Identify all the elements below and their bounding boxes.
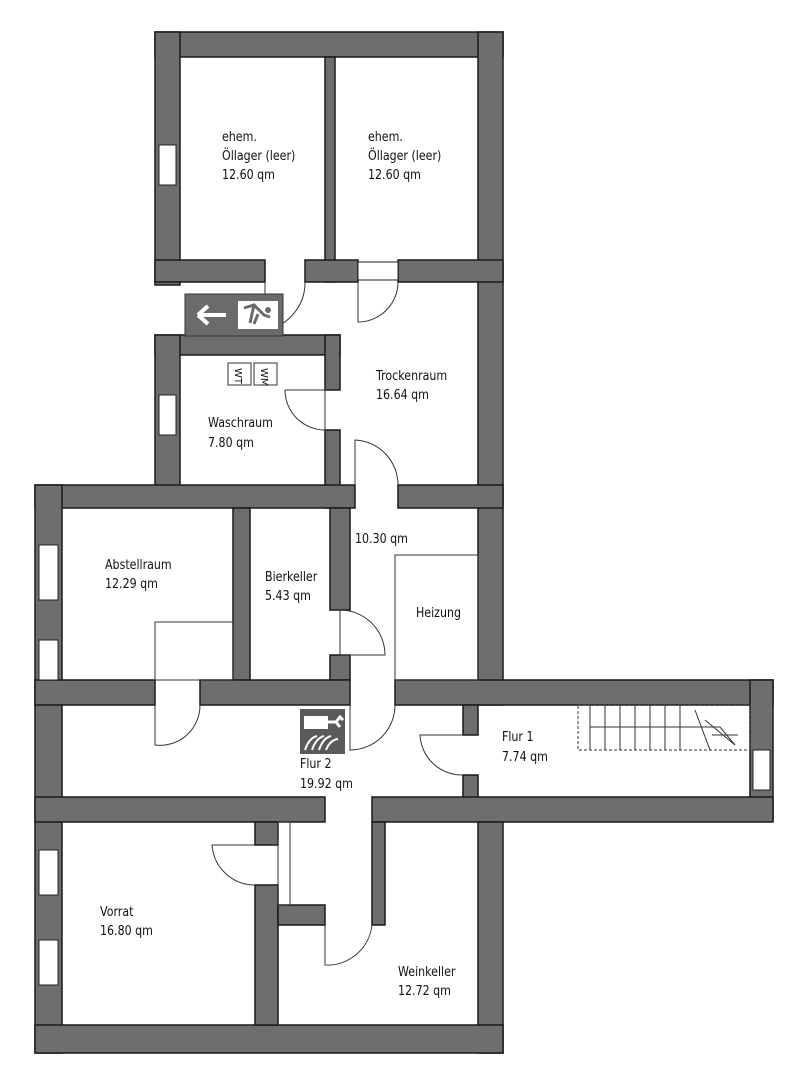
room-oellager-1-name: ehem. Öllager (leer)	[222, 130, 296, 164]
room-weinkeller-area: 12.72 qm	[398, 984, 451, 999]
room-oellager-2-name: ehem. Öllager (leer)	[368, 130, 442, 164]
room-bierkeller-name: Bierkeller	[265, 570, 318, 585]
room-oellager-1-area: 12.60 qm	[222, 168, 275, 183]
room-waschraum-area: 7.80 qm	[208, 436, 254, 451]
exit-sign-icon	[184, 293, 284, 337]
fire-extinguisher-icon	[300, 709, 345, 754]
room-waschraum-name: Waschraum	[208, 416, 273, 431]
room-flur-1-area: 7.74 qm	[502, 750, 548, 765]
room-vorrat-area: 16.80 qm	[100, 924, 153, 939]
room-abstellraum-name: Abstellraum	[105, 558, 172, 573]
room-oellager-2-area: 12.60 qm	[368, 168, 421, 183]
room-flur-1-name: Flur 1	[502, 730, 534, 745]
room-bierkeller-area: 5.43 qm	[265, 589, 311, 604]
wm-fixture	[253, 362, 278, 386]
room-trockenraum-name: Trockenraum	[376, 369, 448, 384]
stairs	[577, 704, 751, 751]
doors	[154, 281, 479, 966]
room-flur-2-area: 19.92 qm	[300, 777, 353, 792]
room-trockenraum-area: 16.64 qm	[376, 388, 429, 403]
room-gang-area: 10.30 qm	[355, 532, 408, 547]
room-weinkeller-name: Weinkeller	[398, 965, 456, 980]
wm-label: WM	[258, 368, 269, 387]
windows	[38, 144, 771, 986]
room-vorrat-name: Vorrat	[100, 905, 134, 920]
wt-label: WT	[232, 368, 243, 384]
room-abstellraum-area: 12.29 qm	[105, 577, 158, 592]
room-heizung-name: Heizung	[416, 606, 462, 621]
room-flur-2-name: Flur 2	[300, 757, 332, 772]
wt-fixture	[227, 362, 252, 386]
